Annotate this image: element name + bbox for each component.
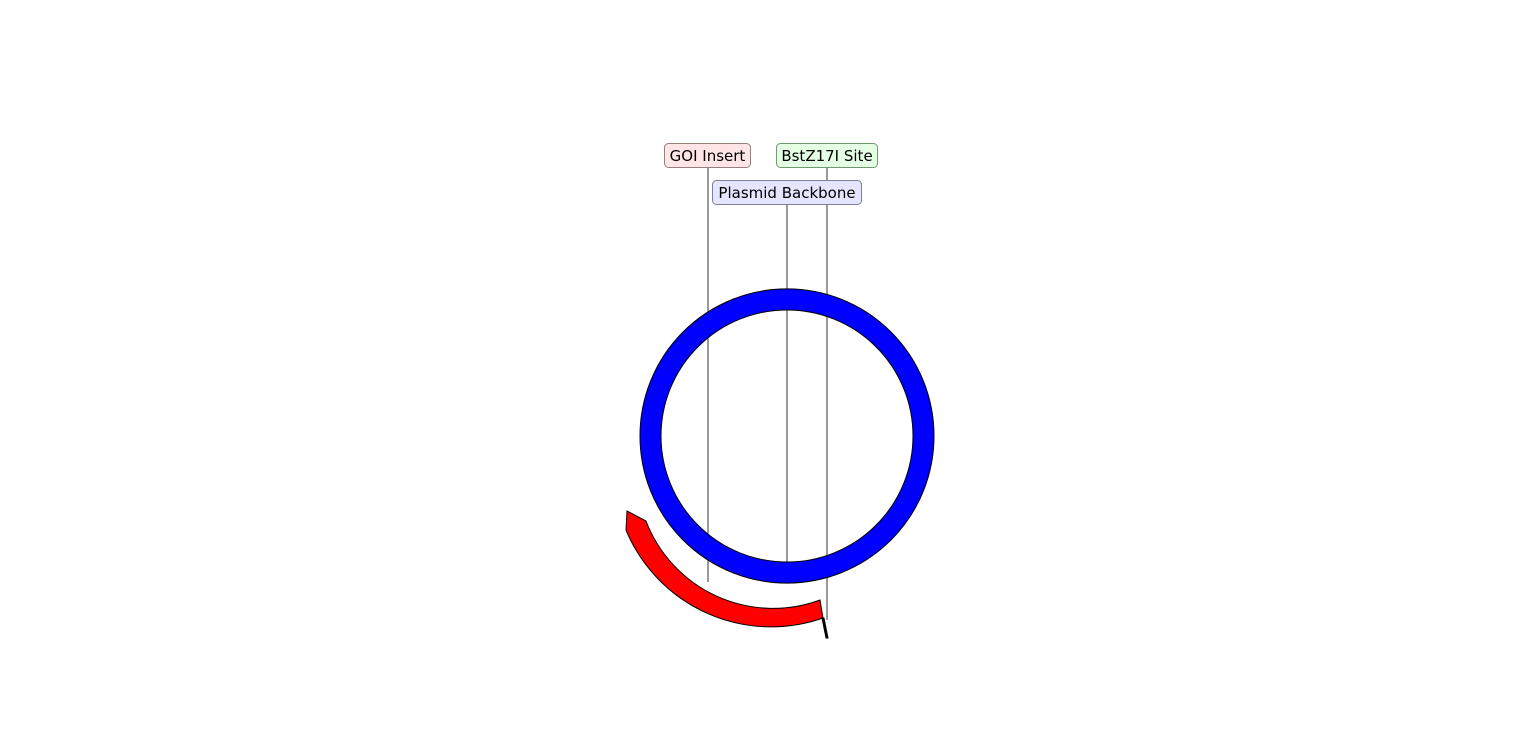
plasmid-backbone-label: Plasmid Backbone	[712, 180, 862, 205]
bstz17i-site-label-text: BstZ17I Site	[781, 147, 872, 165]
goi-insert-label-box	[664, 143, 751, 168]
goi-insert-label: GOI Insert	[664, 143, 751, 168]
bstz17i-site-label: BstZ17I Site	[776, 143, 878, 168]
bstz17i-site-marker	[821, 617, 829, 639]
bstz17i-site-label-box	[776, 143, 878, 168]
plasmid-backbone-label-box	[712, 180, 862, 205]
plasmid-backbone-label-text: Plasmid Backbone	[718, 184, 855, 202]
plasmid-backbone-ring	[639, 288, 935, 584]
goi-insert-label-text: GOI Insert	[670, 147, 746, 165]
